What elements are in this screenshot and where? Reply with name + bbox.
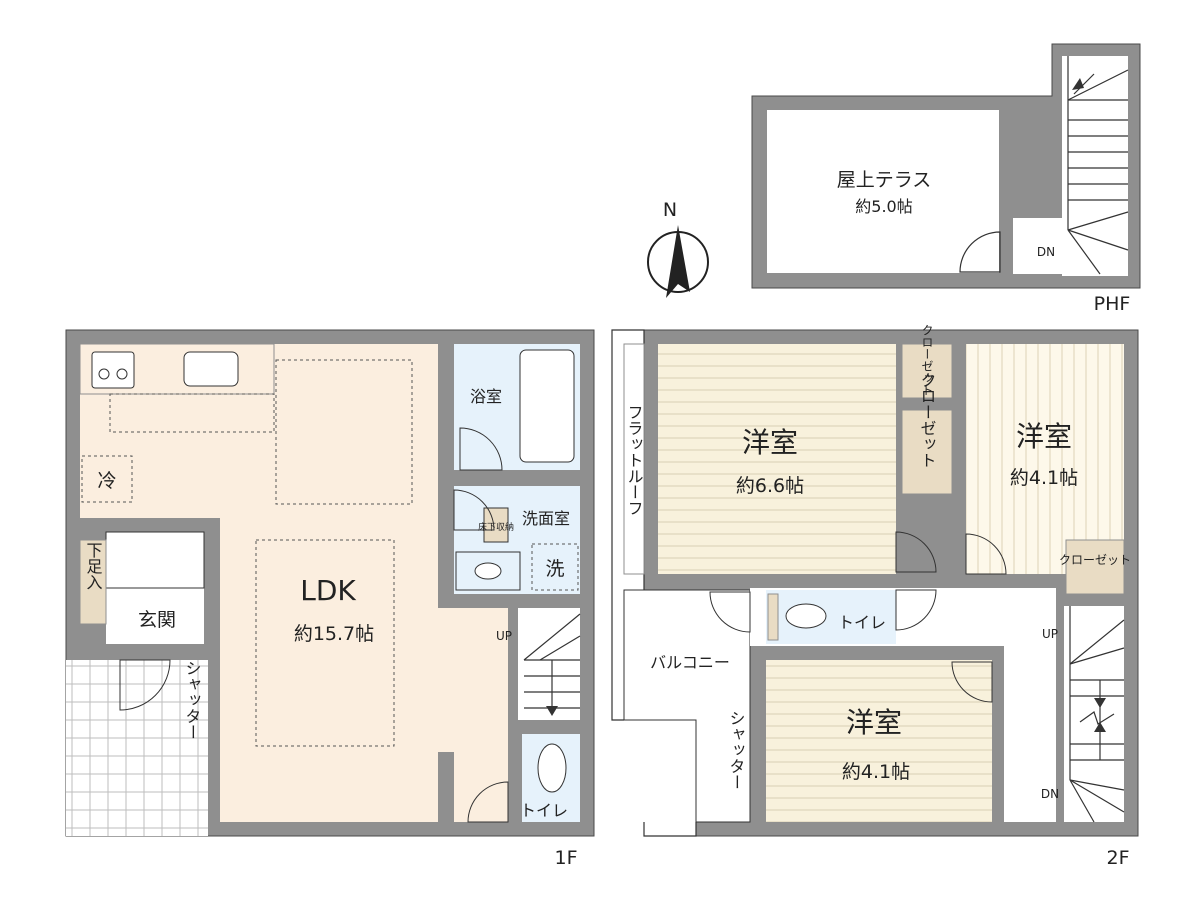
first-shutter-label: シャッター	[183, 660, 202, 740]
terrace-floor	[767, 110, 999, 273]
closet-a-bottom-label: クローゼット	[918, 372, 937, 468]
ldk-size: 約15.7帖	[294, 623, 374, 645]
balcony-door-swing	[709, 591, 751, 633]
entrance-approach	[66, 660, 208, 836]
first-stair-treads	[523, 613, 581, 714]
shoe-storage-label: 下足入	[84, 542, 103, 590]
room-a-name: 洋室	[742, 426, 798, 459]
bath-door-swing	[459, 427, 503, 471]
roof-stair-area	[1062, 56, 1128, 276]
washer-label: 洗	[545, 558, 564, 580]
second-floor-label: 2F	[1106, 847, 1129, 869]
stove-icon	[91, 351, 135, 389]
first-toilet-icon	[537, 743, 567, 793]
second-stair-treads	[1069, 606, 1125, 823]
room-c-name: 洋室	[846, 706, 902, 739]
flat-roof-label: フラットルーフ	[625, 404, 644, 516]
first-stair-area	[518, 608, 580, 720]
roof-landing	[1012, 218, 1064, 274]
fridge-outline	[81, 455, 133, 503]
closet-a-top-label: クローゼット	[920, 324, 934, 396]
roof-door-swing	[959, 231, 1001, 273]
second-dn-label: DN	[1041, 787, 1059, 801]
sink-icon	[183, 351, 239, 387]
kitchen-dotted	[109, 393, 275, 433]
second-floor: フラットルーフ バルコニー シャッター 洋室 約6.6帖 クローゼット クローゼ…	[611, 324, 1139, 869]
flat-roof	[623, 343, 645, 575]
second-stair-area	[1064, 606, 1124, 822]
second-up-label: UP	[1042, 627, 1058, 641]
closet-b	[1065, 539, 1125, 595]
terrace-name: 屋上テラス	[837, 169, 932, 191]
second-stair-arrow-up-icon	[1094, 722, 1106, 732]
washroom-door-swing	[453, 489, 495, 531]
second-toilet-icon	[785, 603, 827, 629]
second-toilet-door-swing	[895, 589, 937, 631]
fridge-label: 冷	[97, 470, 116, 492]
room-b-name: 洋室	[1016, 420, 1072, 453]
roof-stair-arrow-icon	[1072, 78, 1084, 90]
compass-needle-icon	[666, 225, 690, 298]
compass: N	[647, 199, 709, 298]
entrance-step	[105, 531, 205, 589]
entrance-door-swing	[119, 659, 171, 711]
underfloor-label: 床下収納	[478, 521, 514, 533]
shoe-storage	[79, 539, 107, 625]
room-a-door-swing	[895, 531, 937, 573]
roof-stair-treads	[1067, 56, 1129, 275]
sofa-area-dotted	[255, 539, 395, 747]
first-toilet-label: トイレ	[520, 801, 568, 820]
roof-dn-label: DN	[1037, 245, 1055, 259]
roof-inner-wall	[999, 204, 1013, 278]
underfloor-storage	[483, 507, 509, 543]
room-b-door-swing	[965, 533, 1007, 575]
ldk-name: LDK	[300, 574, 356, 607]
balcony-label: バルコニー	[650, 653, 730, 672]
roof-floor: 屋上テラス 約5.0帖 DN PHF	[751, 43, 1141, 315]
washroom-label: 洗面室	[522, 509, 570, 528]
washer-outline	[531, 543, 579, 591]
second-toilet-label: トイレ	[838, 613, 886, 632]
first-floor: 冷 玄関 下足入 シャッター 浴室 床下収納 洗面室 洗 UP	[65, 329, 595, 869]
room-b-size: 約4.1帖	[1010, 467, 1078, 489]
first-floor-label: 1F	[554, 847, 577, 869]
compass-north: N	[663, 199, 677, 221]
bath-label: 浴室	[470, 387, 502, 406]
roof-floor-label: PHF	[1094, 293, 1131, 315]
second-shutter-label: シャッター	[727, 710, 746, 790]
entrance-label: 玄関	[138, 609, 176, 631]
second-stair-arrow-down-icon	[1094, 698, 1106, 708]
first-up-label: UP	[496, 629, 512, 643]
room-a-size: 約6.6帖	[736, 475, 804, 497]
dining-table-dotted	[275, 359, 413, 505]
bathtub-icon	[519, 349, 575, 463]
closet-b-label: クローゼット	[1059, 553, 1131, 567]
closet-a-top	[901, 343, 953, 399]
room-c-size: 約4.1帖	[842, 761, 910, 783]
room-c-door-swing	[951, 661, 993, 703]
first-toilet-door-swing	[467, 781, 509, 823]
closet-a-bottom	[901, 409, 953, 495]
terrace-size: 約5.0帖	[855, 197, 912, 216]
second-hall-right	[1004, 588, 1056, 822]
first-stair-arrow-icon	[546, 706, 558, 716]
ldk-floor	[80, 344, 508, 822]
